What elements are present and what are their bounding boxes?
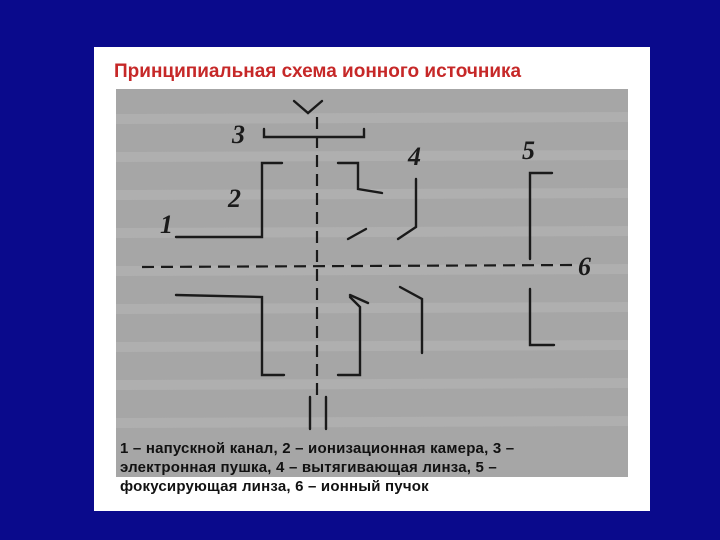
label-1: 1 <box>160 210 173 239</box>
focus-lens-top <box>530 173 552 259</box>
focus-lens-bottom <box>530 289 554 345</box>
label-2: 2 <box>227 184 241 213</box>
diagram-photo: 3 2 1 4 5 6 <box>116 89 628 477</box>
slide-panel: Принципиальная схема ионного источника <box>94 47 650 511</box>
gun-funnel <box>294 101 322 113</box>
label-6: 6 <box>578 252 591 281</box>
caption-line-1: 1 – напускной канал, 2 – ионизационная к… <box>120 439 620 458</box>
caption-line-2: электронная пушка, 4 – вытягивающая линз… <box>120 458 620 477</box>
slide-title: Принципиальная схема ионного источника <box>114 61 521 83</box>
label-4: 4 <box>407 142 421 171</box>
label-5: 5 <box>522 136 535 165</box>
caption: 1 – напускной канал, 2 – ионизационная к… <box>120 439 620 496</box>
chamber-top-right <box>338 163 382 193</box>
ion-source-diagram: 3 2 1 4 5 6 <box>116 89 628 477</box>
electron-gun-bracket <box>264 129 364 137</box>
label-3: 3 <box>231 120 245 149</box>
caption-line-3: фокусирующая линза, 6 – ионный пучок <box>120 477 620 496</box>
